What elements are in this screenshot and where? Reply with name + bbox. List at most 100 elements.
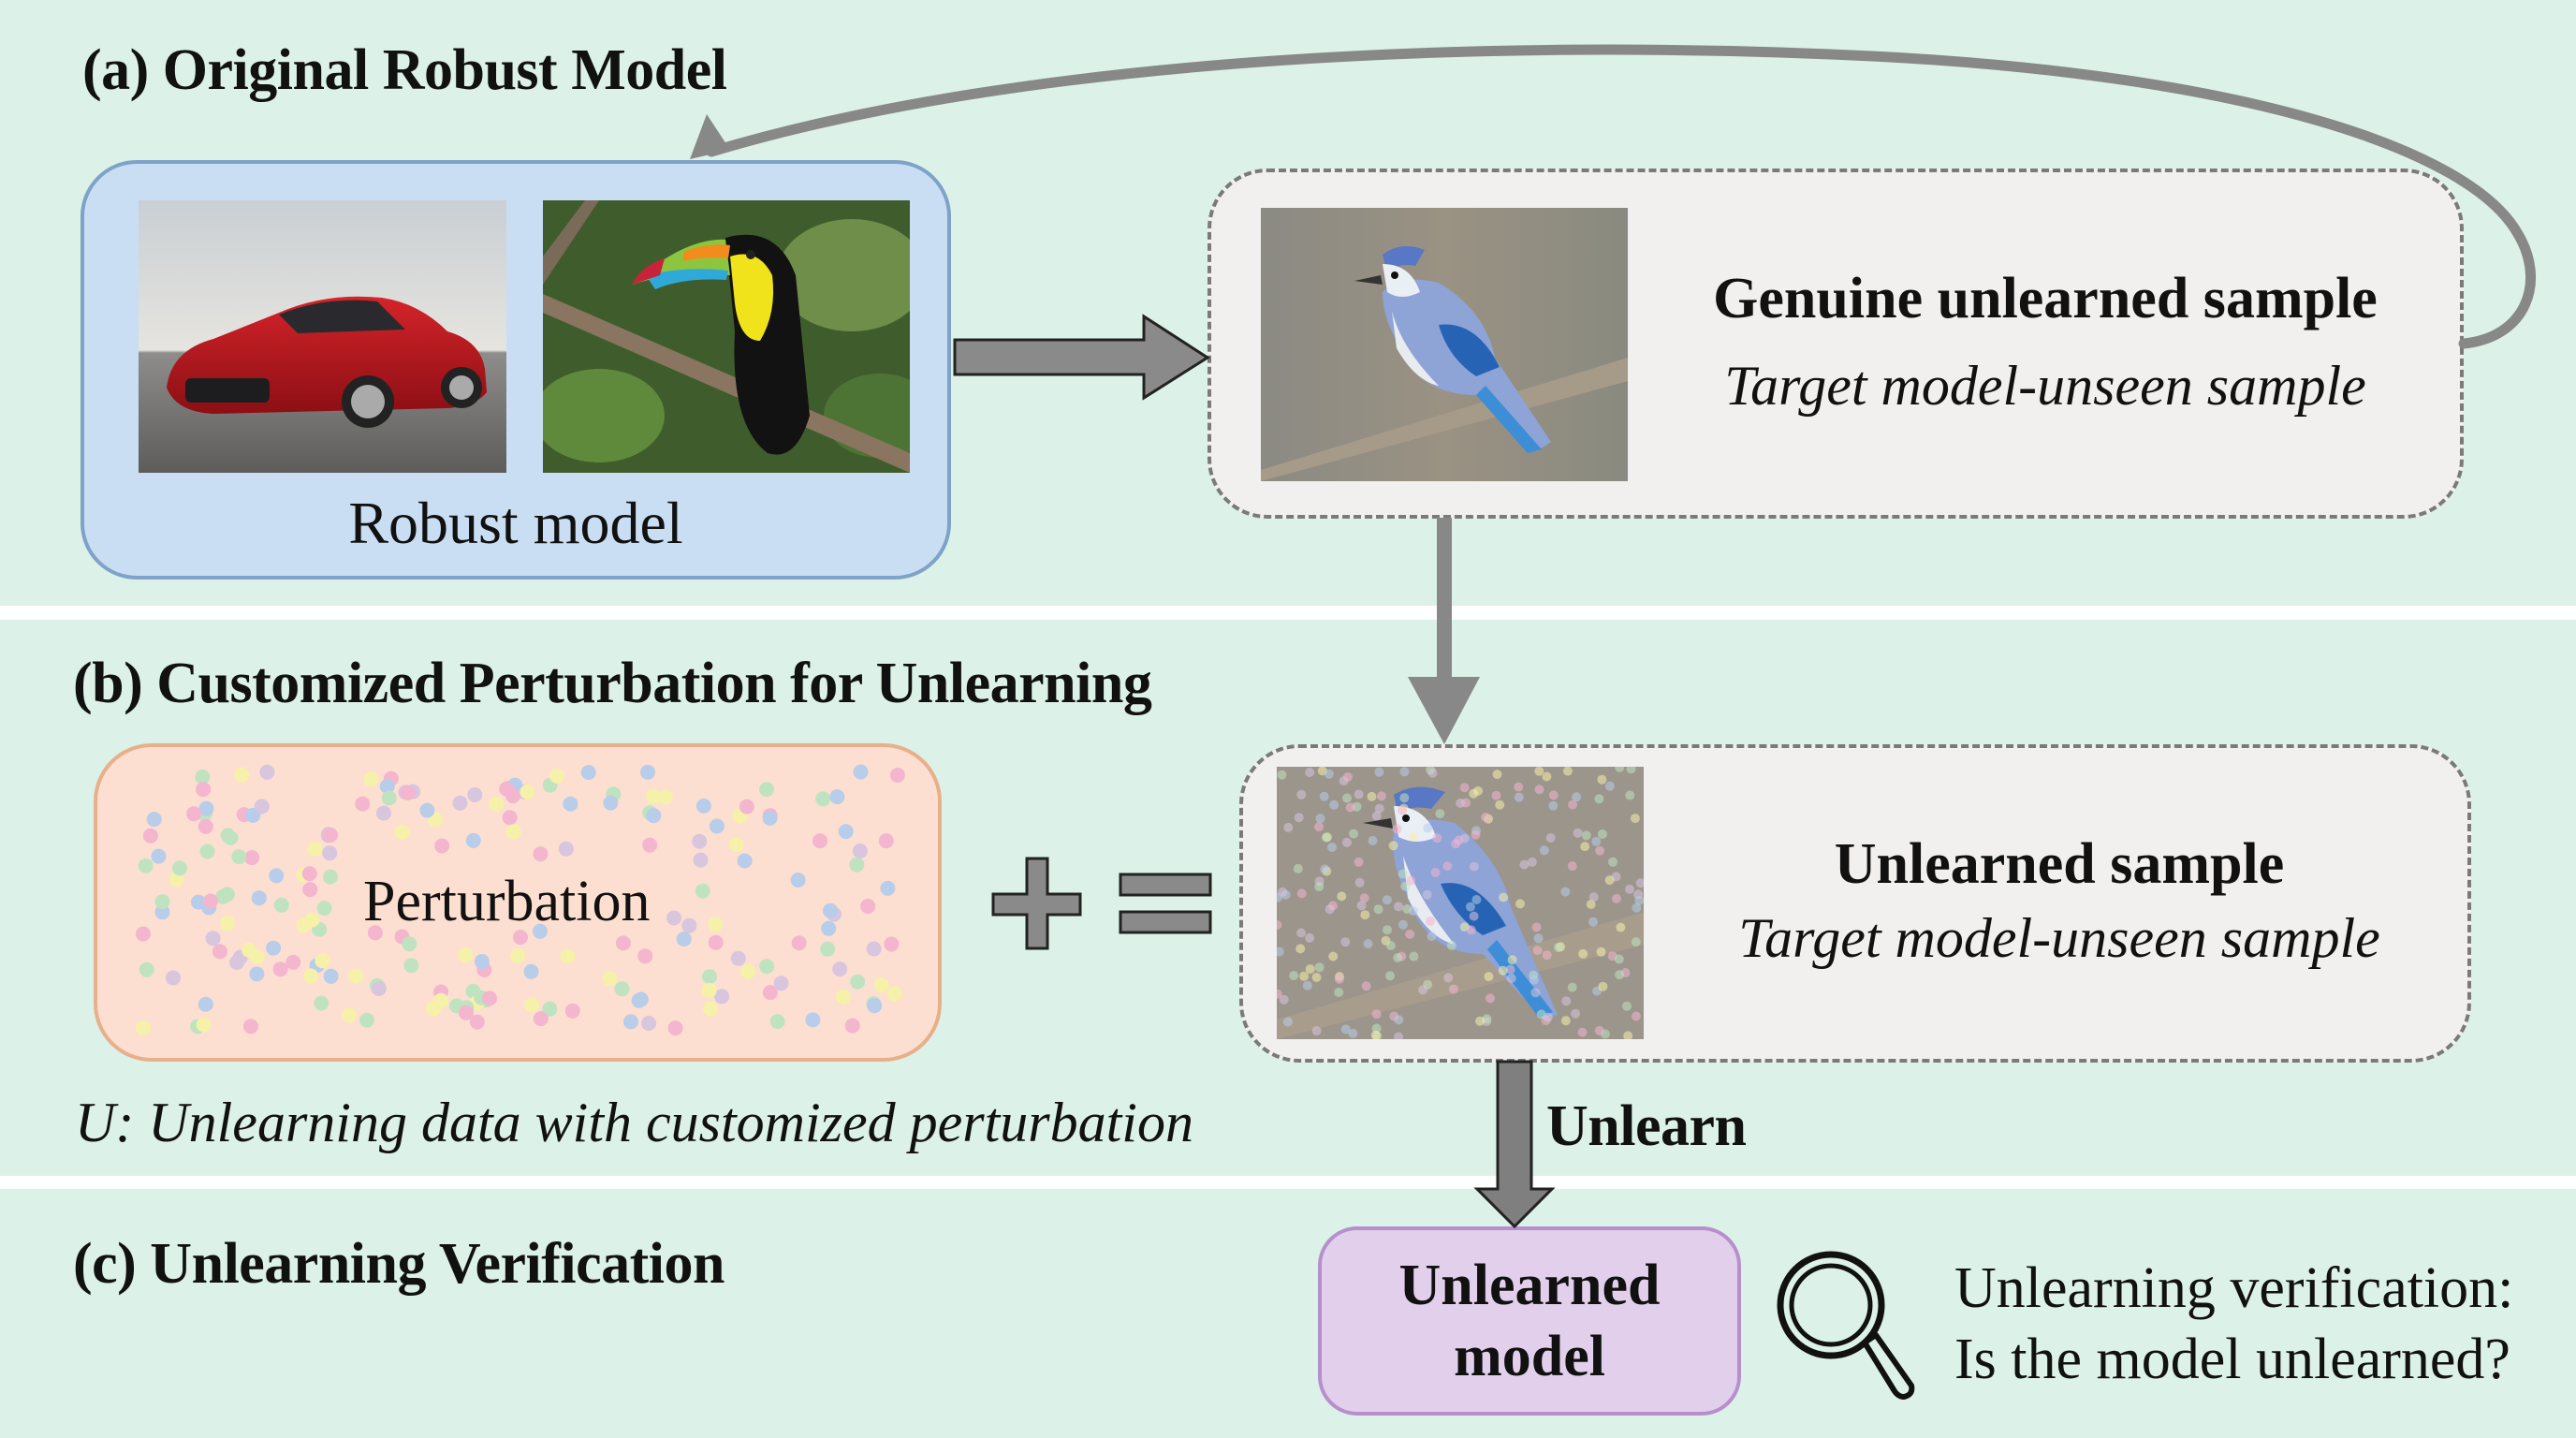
perturbation-dot xyxy=(602,971,618,987)
noise-dot xyxy=(1451,839,1461,849)
noise-dot xyxy=(1543,1012,1553,1022)
perturbation-dot xyxy=(273,897,289,913)
noise-dot xyxy=(1514,782,1524,792)
perturbation-dot xyxy=(467,787,483,802)
noise-dot xyxy=(1466,925,1476,935)
noise-dot xyxy=(1532,946,1543,956)
perturbation-dot xyxy=(469,1014,485,1030)
noise-dot xyxy=(1277,946,1284,957)
unlearned-sample-title: Unlearned sample xyxy=(1834,832,2285,896)
magnifier-icon xyxy=(1777,1251,1915,1400)
perturbation-dot xyxy=(542,1001,558,1017)
noise-dot xyxy=(1506,974,1516,983)
perturbation-dot xyxy=(186,806,202,822)
noise-dot xyxy=(1370,1030,1381,1039)
perturbation-dot xyxy=(212,944,227,960)
noise-dot xyxy=(1315,814,1325,824)
noise-dot xyxy=(1406,875,1416,886)
perturbation-dot xyxy=(359,1012,374,1028)
noise-dot xyxy=(1299,971,1310,981)
noise-dot xyxy=(1573,828,1583,838)
down-arrow-head xyxy=(1408,677,1480,744)
noise-dot xyxy=(1314,822,1325,832)
noise-dot xyxy=(1282,1017,1293,1027)
perturbation-dot xyxy=(195,769,211,785)
perturbation-dot xyxy=(759,959,775,975)
perturbation-dot xyxy=(878,833,894,849)
noise-dot xyxy=(1385,941,1396,950)
noise-dot xyxy=(1597,774,1607,785)
perturbation-dot xyxy=(154,894,170,910)
perturbation-dot xyxy=(434,838,450,854)
perturbation-dot xyxy=(563,796,578,812)
perturbation-dot xyxy=(474,954,490,969)
noise-dot xyxy=(1560,1016,1571,1026)
noise-dot xyxy=(1363,939,1373,949)
perturbation-dot xyxy=(866,941,882,957)
noise-dot xyxy=(1374,803,1384,814)
noise-dot xyxy=(1277,920,1282,930)
noise-dot xyxy=(1588,917,1598,927)
noise-dot xyxy=(1539,845,1549,856)
noise-dot xyxy=(1614,954,1624,964)
perturbation-dot xyxy=(502,810,518,826)
noise-dot xyxy=(1596,946,1606,957)
noise-dot xyxy=(1354,857,1364,867)
noise-dot xyxy=(1327,843,1338,852)
perturbation-dot xyxy=(251,890,267,906)
perturbation-dot xyxy=(603,795,619,811)
perturbation-dot xyxy=(533,923,548,939)
noise-dot xyxy=(1448,984,1458,994)
noise-dot xyxy=(1371,1009,1382,1020)
perturbation-dot xyxy=(646,808,662,824)
perturbation-dot xyxy=(762,810,778,826)
noise-dot xyxy=(1435,809,1445,819)
perturbation-dot xyxy=(642,837,658,853)
noise-dot xyxy=(1561,996,1572,1006)
perturbation-dot xyxy=(142,828,158,844)
perturbation-dot xyxy=(151,848,167,864)
noise-dot xyxy=(1545,833,1556,843)
perturbation-dot xyxy=(139,961,154,977)
equals-operator-bottom xyxy=(1119,910,1212,934)
noise-dot xyxy=(1356,901,1367,911)
perturbation-dot xyxy=(489,797,504,812)
noise-dot xyxy=(1548,800,1559,811)
perturbation-dot xyxy=(315,953,330,969)
noise-dot xyxy=(1604,781,1615,791)
perturbation-dot xyxy=(791,935,807,951)
noise-dot xyxy=(1314,882,1325,892)
noise-dot xyxy=(1343,771,1353,782)
noise-dot xyxy=(1534,767,1544,776)
noise-dot xyxy=(1471,895,1482,904)
noise-dot xyxy=(1283,822,1294,832)
robust-model-caption: Robust model xyxy=(348,490,683,556)
unlearned-model-line2: model xyxy=(1454,1325,1605,1388)
perturbation-dot xyxy=(737,853,753,869)
noise-dot xyxy=(1394,1032,1404,1039)
perturbation-dot xyxy=(832,961,848,977)
noise-dot xyxy=(1507,955,1517,965)
noise-dot xyxy=(1371,811,1382,821)
noise-dot xyxy=(1328,951,1339,961)
noise-dot xyxy=(1376,791,1386,801)
noise-dot xyxy=(1542,950,1552,961)
unlearned-model-box: Unlearned model xyxy=(1318,1226,1741,1416)
feedback-arrowhead xyxy=(690,114,730,159)
perturbation-dot xyxy=(762,985,778,1001)
noise-dot xyxy=(1630,814,1640,824)
perturbation-dot xyxy=(419,802,435,818)
perturbation-dot xyxy=(773,976,789,991)
perturbation-dot xyxy=(740,963,756,979)
noise-dot xyxy=(1554,943,1563,952)
noise-dot xyxy=(1534,785,1544,795)
perturbation-dot xyxy=(243,1019,258,1034)
perturbation-dot xyxy=(667,1020,683,1036)
perturbation-dot xyxy=(533,1011,549,1027)
noise-dot xyxy=(1392,824,1402,834)
perturbation-dot xyxy=(708,917,724,932)
perturbation-dot xyxy=(815,791,831,807)
noise-dot xyxy=(1359,893,1369,903)
genuine-sample-title: Genuine unlearned sample xyxy=(1713,267,2378,330)
perturbation-dot xyxy=(708,934,724,950)
